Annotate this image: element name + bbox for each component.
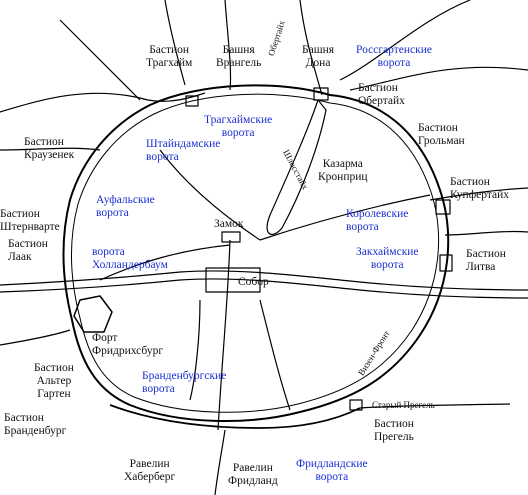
road-north-east-2 <box>349 66 528 91</box>
bastion-marker-kupfertaich <box>435 199 451 215</box>
label-castle: Замок <box>214 218 244 230</box>
bastion-marker-obertaich <box>313 87 329 101</box>
road-east-1 <box>429 187 528 201</box>
label-river-old-pregel: Старый Прегель <box>372 400 435 410</box>
road-south-west <box>0 329 71 346</box>
road-east-2 <box>444 230 528 236</box>
road-north-top <box>164 0 186 86</box>
river-pregel-south <box>0 278 528 299</box>
bastion-marker-litva <box>439 254 453 272</box>
road-northeast <box>339 0 471 81</box>
schlossteich-pond <box>266 99 327 236</box>
south-wall <box>109 404 361 429</box>
fortification-ring-inner <box>70 93 439 413</box>
road-diag-center <box>159 149 261 241</box>
fort-friedrichsburg-outline <box>73 295 113 333</box>
road-north-2 <box>224 0 232 91</box>
road-center-west <box>99 244 231 281</box>
road-south-east <box>359 403 511 409</box>
road-center-south-2 <box>259 299 291 411</box>
road-south <box>214 429 226 495</box>
bastion-marker-pregel <box>349 399 363 411</box>
road-northwest-diag <box>59 19 141 101</box>
road-center-east <box>259 194 431 241</box>
road-vertical-center <box>217 239 231 431</box>
bastion-marker-tragheim <box>185 95 199 107</box>
obertaich-river <box>299 0 323 96</box>
river-pregel-north <box>0 270 528 291</box>
cathedral-block <box>205 267 261 293</box>
road-center-south <box>189 299 201 401</box>
castle-building <box>221 231 241 243</box>
road-north-west <box>0 92 206 113</box>
fortification-ring-outer <box>62 84 450 422</box>
road-west-upper <box>0 147 101 151</box>
label-cathedral: Собор <box>238 276 269 288</box>
